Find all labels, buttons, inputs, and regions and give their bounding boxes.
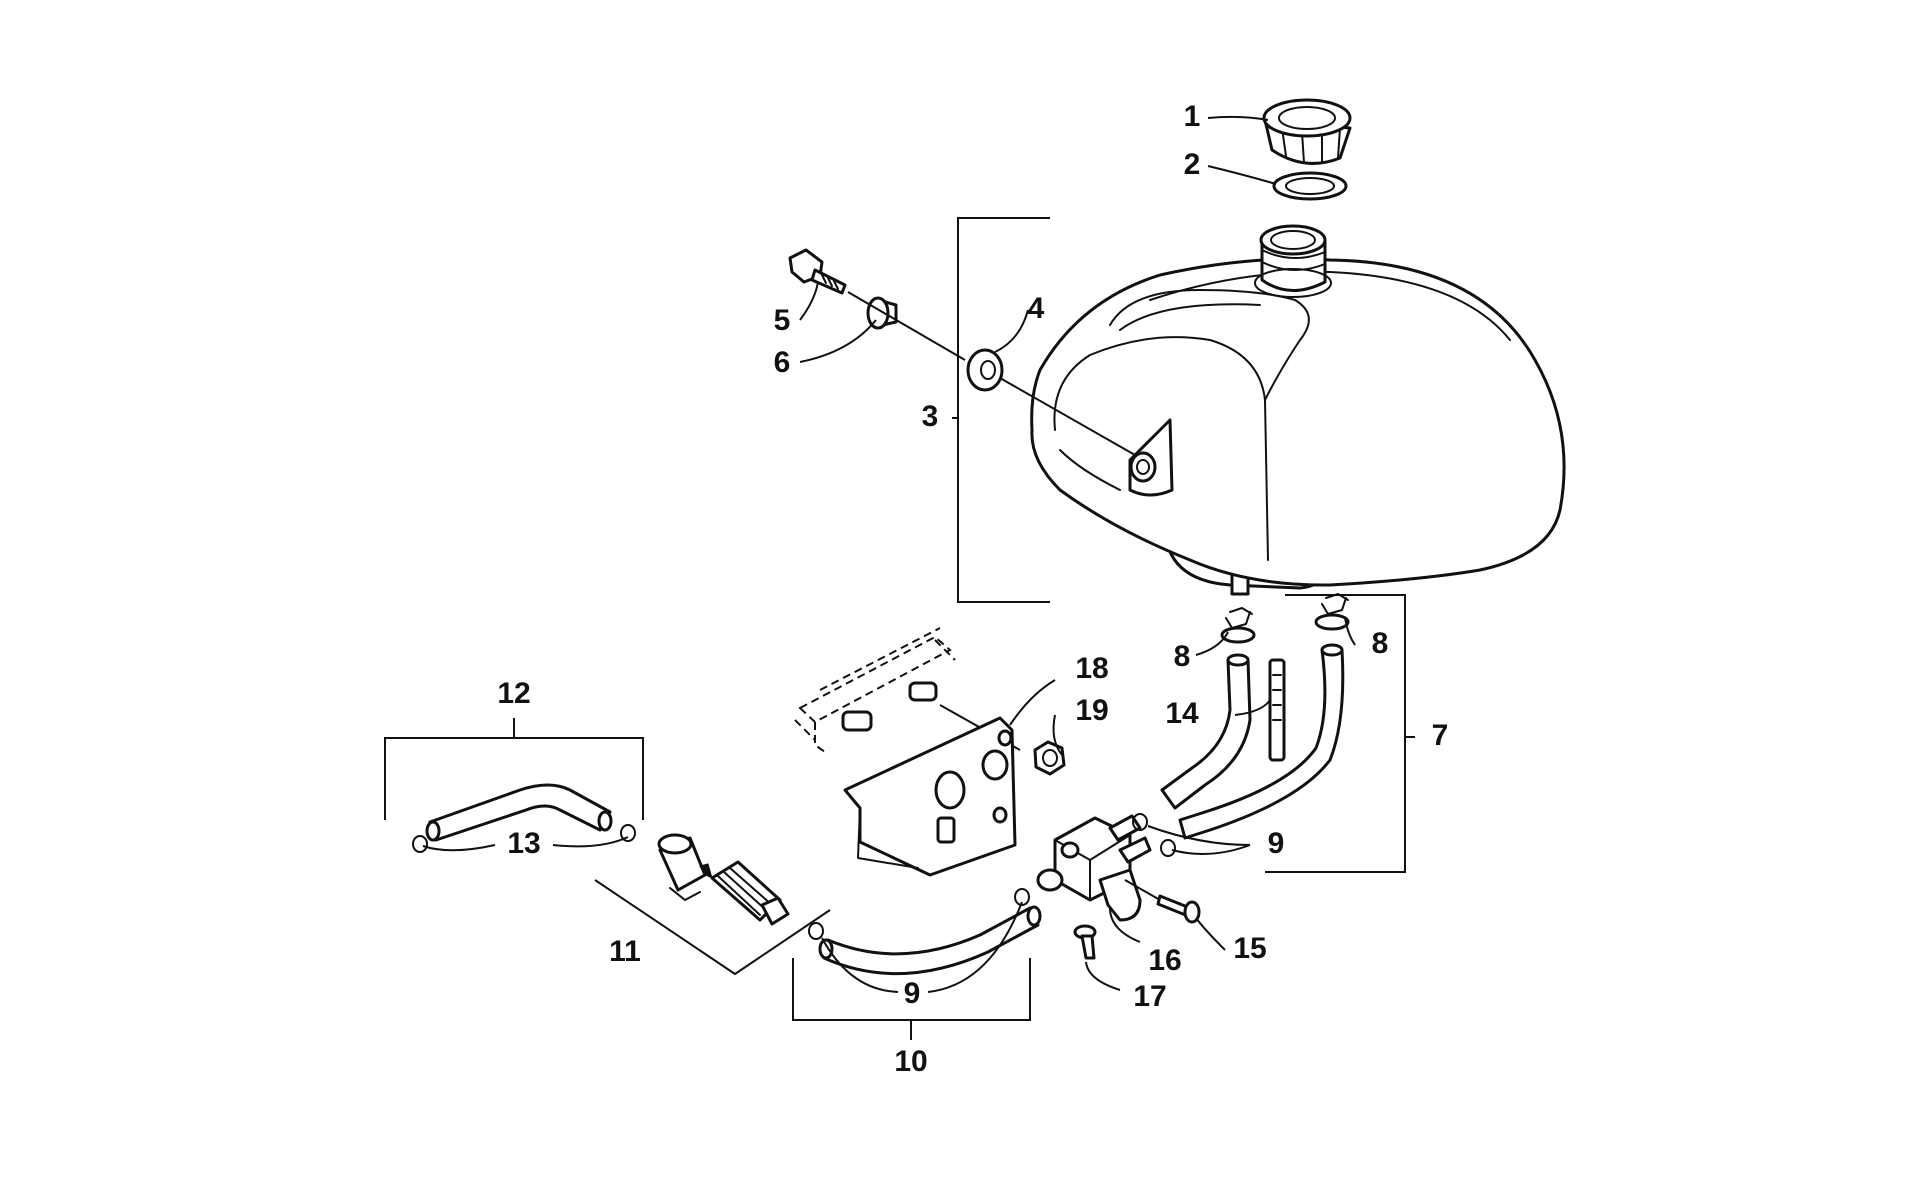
fuel-hose-icon [818,905,1042,976]
valve-icon [1036,814,1152,922]
bracket-icon [794,627,1021,877]
callout-12: 12 [497,677,530,710]
callout-4: 4 [1028,292,1045,325]
fuel-hose-icon [425,783,613,842]
callout-3: 3 [922,400,939,433]
callout-16: 16 [1148,944,1181,977]
bolt-icon [788,248,847,295]
callout-2: 2 [1184,148,1201,181]
callout-14: 14 [1165,697,1199,730]
screw-icon [1124,879,1201,924]
callout-19: 19 [1075,694,1108,727]
gasket-ring-icon [1272,171,1348,201]
callout-8-right: 8 [1372,627,1389,660]
callout-10: 10 [894,1045,927,1078]
fuel-tank-icon [1030,224,1566,596]
fuel-cap-icon [1262,98,1352,165]
screw-icon [1073,924,1097,960]
callout-6: 6 [774,346,791,379]
callout-13: 13 [507,827,540,860]
nut-icon [1033,740,1066,776]
vent-tube-icon [1268,658,1286,762]
callout-17: 17 [1133,980,1166,1013]
callout-9-hose: 9 [904,977,921,1010]
callout-15: 15 [1233,932,1266,965]
hose-clamp-icon [412,813,1176,940]
callout-11: 11 [609,935,641,968]
callout-9-valve: 9 [1268,827,1285,860]
hose-clamp-icon [1220,593,1350,644]
callout-5: 5 [774,304,791,337]
grommet-icon [966,348,1004,392]
callout-8-left: 8 [1174,640,1191,673]
fuel-filter-icon [657,833,790,926]
callout-1: 1 [1184,100,1201,133]
callout-7: 7 [1432,719,1449,752]
callout-18: 18 [1075,652,1108,685]
fuel-hose-icon [1160,643,1345,840]
